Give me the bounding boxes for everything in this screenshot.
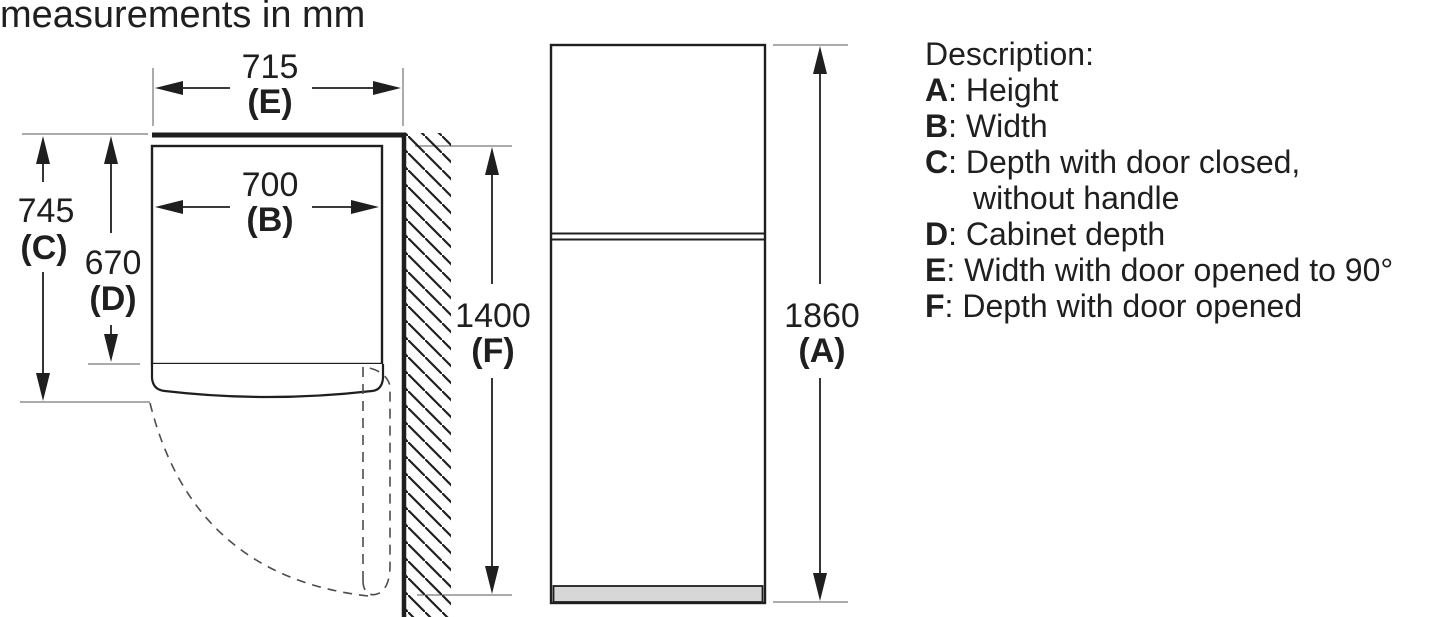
arrowhead-down: [36, 373, 50, 401]
dim-e-value: 715: [242, 48, 299, 86]
description-key: B: [925, 108, 949, 144]
front-view: 1860 (A): [549, 43, 860, 605]
arrowhead-left: [155, 81, 183, 95]
description-text: Height: [965, 72, 1059, 108]
description-item-a: A: Height: [925, 72, 1059, 108]
description-text: Depth with door closed,: [965, 144, 1301, 180]
dim-f: 1400 (F): [455, 147, 531, 594]
dim-a: 1860 (A): [784, 46, 860, 601]
arrowhead-up: [813, 46, 827, 74]
dim-a-value: 1860: [784, 297, 860, 335]
plan-view: 715 (E) 700 (B) 745 (C): [18, 48, 531, 617]
description-item-b: B: Width: [925, 108, 1048, 144]
description-text: without handle: [973, 180, 1180, 216]
door-swing-arc: [149, 402, 369, 597]
wall-hatching: [406, 133, 451, 617]
dim-d-value: 670: [85, 244, 142, 282]
arrowhead-left: [155, 200, 183, 214]
arrowhead-up: [485, 147, 499, 175]
description-key: F: [925, 288, 945, 324]
arrowhead-down: [104, 334, 118, 362]
description-text: Cabinet depth: [965, 216, 1166, 252]
arrowhead-down: [485, 566, 499, 594]
description-text: Width: [965, 108, 1048, 144]
dim-d: 670 (D): [85, 136, 142, 362]
arrowhead-up: [36, 136, 50, 164]
arrowhead-down: [813, 573, 827, 601]
description-item-c: C: Depth with door closed,: [925, 144, 1301, 180]
description-legend: Description: A: Height B: Width C: Depth…: [925, 36, 1393, 324]
dim-b: 700 (B): [155, 166, 379, 239]
fridge-outline: [549, 43, 767, 605]
cabinet-outline: [150, 144, 384, 366]
description-title: Description:: [925, 36, 1094, 72]
description-item-e: E: Width with door opened to 90°: [925, 252, 1394, 288]
description-key: D: [925, 216, 949, 252]
dim-f-label: (F): [471, 332, 514, 370]
arrowhead-right: [373, 81, 401, 95]
description-item-d: D: Cabinet depth: [925, 216, 1166, 252]
door-open-outline: [362, 366, 391, 596]
description-key: A: [925, 72, 949, 108]
plinth: [552, 585, 764, 603]
arrowhead-right: [351, 200, 379, 214]
description-item-f: F: Depth with door opened: [925, 288, 1303, 324]
dim-d-label: (D): [89, 280, 136, 318]
description-text: Depth with door opened: [962, 288, 1303, 324]
dim-c-label: (C): [20, 229, 67, 267]
door-closed-outline: [150, 364, 385, 399]
dim-b-value: 700: [242, 166, 299, 204]
description-item-c-line2: without handle: [925, 180, 1393, 216]
dim-e-label: (E): [247, 83, 292, 121]
units-note: measurements in mm: [0, 0, 366, 36]
dim-b-label: (B): [246, 201, 293, 239]
description-key: E: [925, 252, 947, 288]
description-key: C: [925, 144, 949, 180]
dim-c: 745 (C): [18, 136, 75, 401]
dim-c-value: 745: [18, 192, 75, 230]
description-text: Width with door opened to 90°: [964, 252, 1394, 288]
dim-e: 715 (E): [155, 48, 401, 121]
dim-a-label: (A): [798, 332, 845, 370]
arrowhead-up: [104, 136, 118, 164]
dim-f-value: 1400: [455, 297, 531, 335]
